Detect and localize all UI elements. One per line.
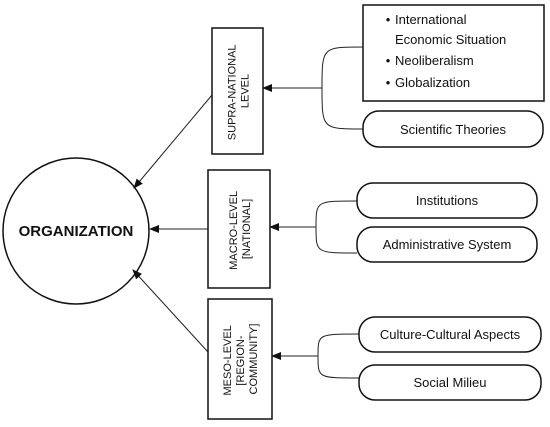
organization-label: ORGANIZATION [19, 223, 134, 240]
macro-factors-bracket [315, 200, 358, 254]
macro-level-box [207, 169, 271, 289]
bullet-2: • [386, 53, 391, 68]
bullet-3: • [386, 75, 391, 90]
scientific-theories-label: Scientific Theories [400, 122, 506, 137]
supra-national-level-label: SUPRA-NATIONAL LEVEL [227, 42, 252, 140]
supra-to-organization-arrow [133, 94, 213, 189]
bullet-1: • [386, 12, 391, 27]
meso-to-organization-arrow [132, 269, 209, 353]
supra-factor-1-line-2: Economic Situation [395, 32, 506, 47]
supra-factor-1-line-1: International [395, 12, 467, 27]
macro-level-line-1: MACRO-LEVEL [228, 191, 240, 270]
macro-level-line-2: [NATIONAL] [241, 199, 253, 259]
supra-factor-3: Globalization [395, 75, 470, 90]
meso-level-line-3: COMMUNITY] [248, 324, 260, 395]
social-milieu-pill [358, 364, 542, 401]
meso-level-label: MESO-LEVEL [REGION- COMMUNITY] [222, 323, 260, 396]
meso-level-line-2: [REGION- [235, 335, 247, 385]
supra-national-level-line-2: LEVEL [240, 74, 252, 108]
scientific-theories-pill [362, 110, 544, 148]
supra-national-level-box [211, 27, 264, 155]
macro-level-label: MACRO-LEVEL [NATIONAL] [228, 188, 253, 270]
supra-factor-2: Neoliberalism [395, 53, 474, 68]
culture-label: Culture-Cultural Aspects [380, 327, 521, 342]
administrative-system-label: Administrative System [383, 237, 512, 252]
administrative-system-pill [356, 226, 538, 263]
institutions-pill [356, 182, 538, 219]
supra-factors-bracket [321, 46, 364, 130]
supra-factor-list-box [362, 4, 545, 102]
culture-pill [358, 316, 542, 353]
meso-factors-bracket [317, 333, 360, 379]
institutions-label: Institutions [416, 193, 479, 208]
meso-level-box [207, 298, 273, 420]
meso-level-line-1: MESO-LEVEL [222, 325, 234, 395]
social-milieu-label: Social Milieu [414, 375, 487, 390]
supra-national-level-line-1: SUPRA-NATIONAL [227, 45, 239, 141]
